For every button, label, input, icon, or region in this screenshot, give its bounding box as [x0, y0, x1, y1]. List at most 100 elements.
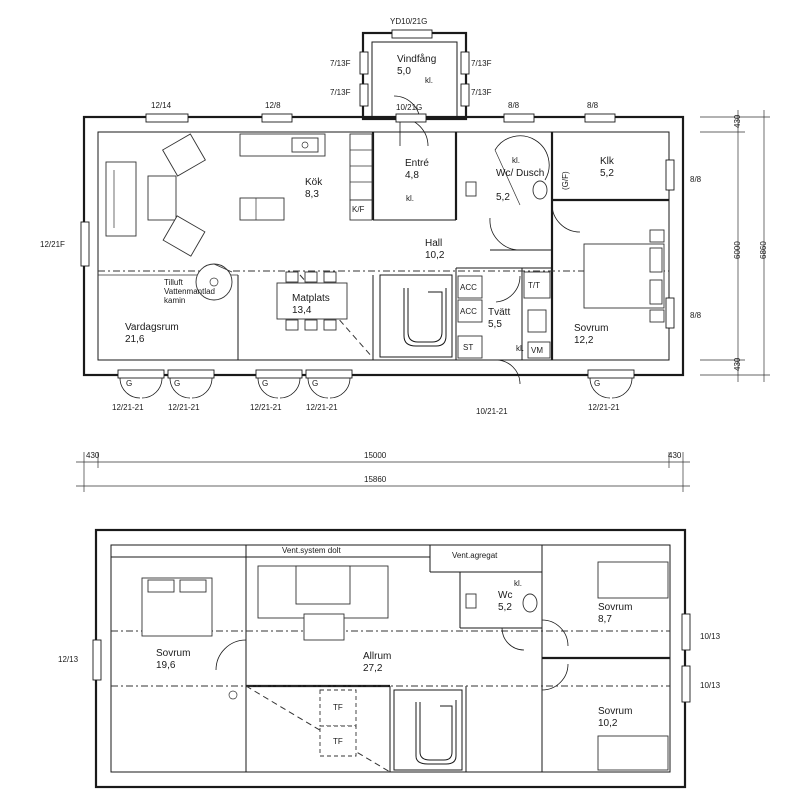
- svg-text:G: G: [594, 379, 600, 388]
- ground-floor-plan: Vindfång 5,0 kl. Entré 4,8 kl. kl. Wc/ D…: [40, 17, 770, 492]
- coffee-table: [147, 175, 177, 221]
- room-name: Wc/ Dusch: [496, 168, 544, 179]
- room-name: Allrum: [363, 651, 391, 662]
- svg-text:ACC: ACC: [460, 307, 477, 316]
- sofa: [105, 161, 137, 237]
- room-name: Sovrum: [598, 602, 632, 613]
- room-area: 12,2: [574, 335, 594, 346]
- washbasin-icon: [532, 180, 548, 200]
- room-name: Sovrum: [156, 648, 190, 659]
- room-name: Sovrum: [574, 323, 608, 334]
- window-label: 10/13: [700, 681, 721, 690]
- room-area: 5,2: [496, 192, 510, 203]
- room-area: 13,4: [292, 305, 312, 316]
- room-area: 27,2: [363, 663, 383, 674]
- toilet-icon: [465, 593, 477, 609]
- window-label: 12/8: [265, 101, 281, 110]
- window-label: 12/14: [151, 101, 172, 110]
- svg-text:kl.: kl.: [406, 194, 414, 203]
- upper-floor-labels: Vent.system dolt Vent.agregat TF TF Sovr…: [58, 546, 721, 746]
- svg-text:kl.: kl.: [512, 156, 520, 165]
- svg-text:K/F: K/F: [352, 205, 365, 214]
- armchair: [162, 133, 206, 177]
- room-area: 8,3: [305, 189, 319, 200]
- window-label: YD10/21G: [390, 17, 427, 26]
- dimension-label: 430: [668, 451, 682, 460]
- svg-text:kamin: kamin: [164, 296, 185, 305]
- door-label: 10/21-21: [476, 407, 508, 416]
- svg-text:Tilluft: Tilluft: [164, 278, 184, 287]
- dining-table: [276, 282, 348, 320]
- dimension-label: 15000: [364, 451, 387, 460]
- door-label: 12/21-21: [588, 403, 620, 412]
- room-area: 10,2: [598, 718, 618, 729]
- washbasin-icon: [522, 593, 538, 613]
- room-name: Tvätt: [488, 307, 510, 318]
- svg-text:ST: ST: [463, 343, 473, 352]
- armchair: [162, 215, 206, 257]
- room-name: Wc: [498, 590, 512, 601]
- room-area: 5,2: [498, 602, 512, 613]
- room-name: Sovrum: [598, 706, 632, 717]
- window-label: 7/13F: [330, 88, 351, 97]
- dimension-label: 6000: [733, 241, 742, 259]
- svg-text:G: G: [174, 379, 180, 388]
- room-name: Vindfång: [397, 53, 436, 65]
- svg-text:kl.: kl.: [514, 579, 522, 588]
- room-area: 5,2: [600, 168, 614, 179]
- svg-text:G: G: [262, 379, 268, 388]
- room-area: 10,2: [425, 250, 445, 261]
- svg-text:G: G: [126, 379, 132, 388]
- svg-text:(G/F): (G/F): [561, 171, 570, 190]
- toilet-icon: [465, 181, 477, 197]
- tumble-dryer: [523, 271, 551, 299]
- svg-text:TF: TF: [333, 737, 343, 746]
- svg-text:G: G: [312, 379, 318, 388]
- window-label: 8/8: [587, 101, 599, 110]
- washing-machine: [527, 341, 551, 359]
- room-area: 5,5: [488, 319, 502, 330]
- window-label: 7/13F: [471, 59, 492, 68]
- window-label: 7/13F: [330, 59, 351, 68]
- single-bed: [597, 735, 669, 771]
- window-label: 12/13: [58, 655, 79, 664]
- room-name: Entré: [405, 158, 429, 169]
- dimension-label: 430: [733, 357, 742, 371]
- window-label: 8/8: [690, 311, 702, 320]
- single-bed: [597, 561, 669, 599]
- svg-text:T/T: T/T: [528, 281, 540, 290]
- room-name: Vardagsrum: [125, 322, 179, 333]
- room-area: 19,6: [156, 660, 176, 671]
- ground-floor-inner-wall: [97, 131, 670, 361]
- svg-text:kl.: kl.: [425, 76, 433, 85]
- svg-text:TF: TF: [333, 703, 343, 712]
- window-label: 12/21F: [40, 240, 65, 249]
- svg-text:VM: VM: [531, 346, 543, 355]
- staircase: [379, 274, 453, 358]
- window-label: 8/8: [508, 101, 520, 110]
- room-area: 5,0: [397, 66, 411, 77]
- window-label: 7/13F: [471, 88, 492, 97]
- acc-unit: [457, 299, 483, 323]
- room-name: Hall: [425, 238, 442, 249]
- table: [303, 613, 345, 641]
- room-name: Matplats: [292, 293, 330, 304]
- window-label: 8/8: [690, 175, 702, 184]
- ground-floor-labels: Vindfång 5,0 kl. Entré 4,8 kl. kl. Wc/ D…: [40, 17, 768, 484]
- kitchen-island: [239, 197, 285, 221]
- door-label: 10/21G: [396, 103, 422, 112]
- upper-floor-plan: Vent.system dolt Vent.agregat TF TF Sovr…: [58, 528, 721, 789]
- dimension-label: 15860: [364, 475, 387, 484]
- dimension-label: 430: [86, 451, 100, 460]
- drain-icon: [228, 690, 238, 700]
- room-name: Klk: [600, 156, 615, 167]
- sink-icon: [291, 137, 319, 153]
- svg-text:Vent.system dolt: Vent.system dolt: [282, 546, 341, 555]
- dimension-label: 6860: [759, 241, 768, 259]
- svg-text:kl.: kl.: [516, 344, 524, 353]
- storage-tank: [457, 335, 483, 359]
- room-area: 21,6: [125, 334, 145, 345]
- room-area: 4,8: [405, 170, 419, 181]
- svg-text:Vattenmantlad: Vattenmantlad: [164, 287, 215, 296]
